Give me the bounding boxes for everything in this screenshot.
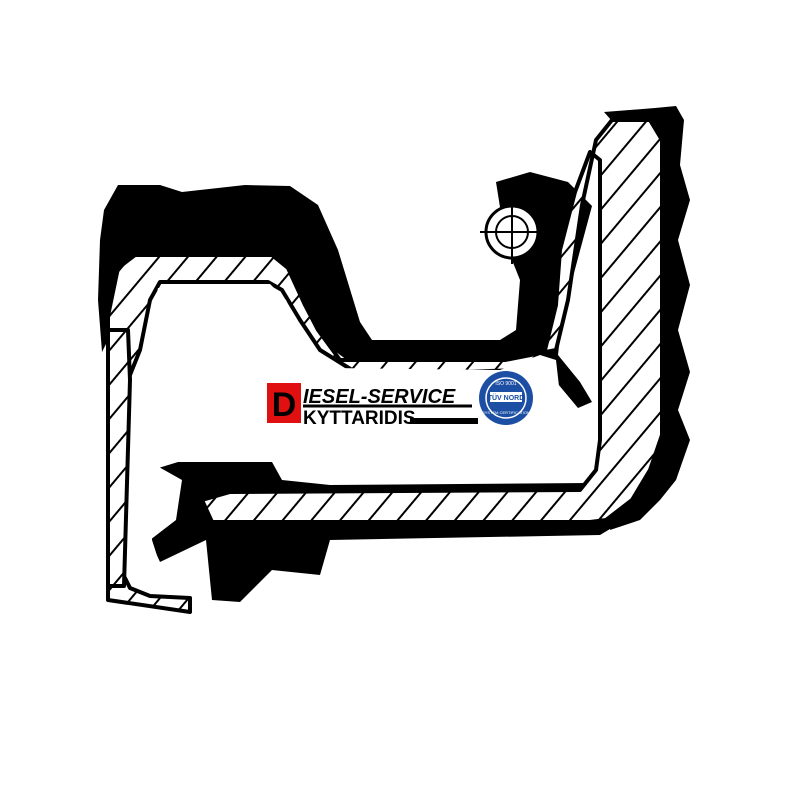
logo-bar — [410, 418, 478, 424]
logo-line2: KYTTARIDIS — [303, 408, 416, 429]
metal-left-leg — [106, 328, 132, 588]
rubber-outer-diameter — [604, 106, 690, 530]
logo-brand-letter: D — [272, 386, 297, 424]
cert-bottom-text: SYSTEM CERTIFICATION — [482, 410, 530, 415]
rubber-body-upper — [98, 172, 592, 408]
certification-badge: ISO 9001 TÜV NORD SYSTEM CERTIFICATION — [479, 371, 533, 425]
metal-insert — [106, 118, 664, 587]
logo-letter-box — [267, 383, 301, 423]
inner-cavity — [128, 284, 560, 580]
garter-spring-icon — [480, 200, 544, 264]
rubber-body-lower — [150, 460, 625, 602]
cert-mid-text: TÜV NORD — [488, 393, 525, 402]
logo-line1: IESEL-SERVICE — [303, 386, 456, 408]
company-logo: D IESEL-SERVICE KYTTARIDIS — [267, 383, 478, 429]
cert-top-text: ISO 9001 — [495, 381, 516, 387]
